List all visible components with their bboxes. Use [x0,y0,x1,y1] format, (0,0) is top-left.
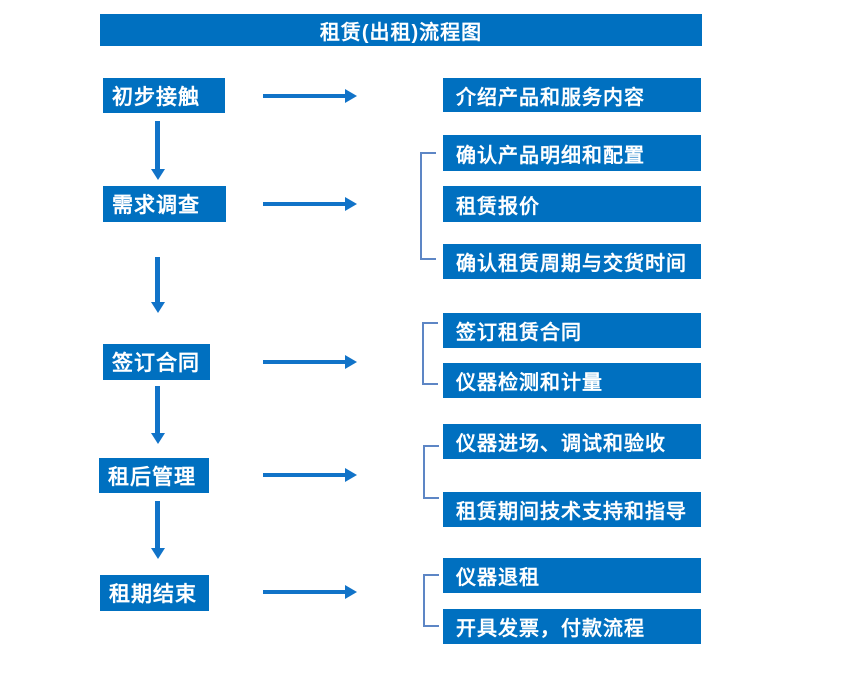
detail-box-technical-support: 租赁期间技术支持和指导 [443,492,701,527]
detail-box-confirm-period-delivery: 确认租赁周期与交货时间 [443,244,701,279]
stage-box-initial-contact: 初步接触 [103,78,225,113]
detail-box-confirm-product-config: 确认产品明细和配置 [443,135,701,171]
group-bracket [423,574,439,627]
detail-box-introduce-products: 介绍产品和服务内容 [443,78,701,112]
stage-box-post-rental-management: 租后管理 [99,458,209,493]
detail-box-invoice-payment: 开具发票，付款流程 [443,609,701,644]
detail-box-sign-rental-contract: 签订租赁合同 [443,313,701,348]
arrow-right-icon [263,468,357,482]
arrow-right-icon [263,89,357,103]
detail-box-instrument-setup-acceptance: 仪器进场、调试和验收 [443,424,701,459]
group-bracket [423,445,439,499]
detail-box-rental-quotation: 租赁报价 [443,186,701,222]
arrow-down-icon [150,386,165,444]
stage-box-rental-end: 租期结束 [100,575,209,611]
stage-box-sign-contract: 签订合同 [103,344,210,380]
detail-box-instrument-return: 仪器退租 [443,558,701,593]
arrow-right-icon [263,197,357,211]
group-bracket [420,152,436,260]
arrow-down-icon [150,257,165,313]
detail-box-instrument-inspection: 仪器检测和计量 [443,363,701,398]
arrow-right-icon [263,355,357,369]
arrow-down-icon [150,121,165,180]
group-bracket [422,322,438,385]
arrow-down-icon [150,501,165,559]
flowchart-title: 租赁(出租)流程图 [100,14,702,46]
stage-box-demand-survey: 需求调查 [103,186,226,222]
arrow-right-icon [263,585,357,599]
